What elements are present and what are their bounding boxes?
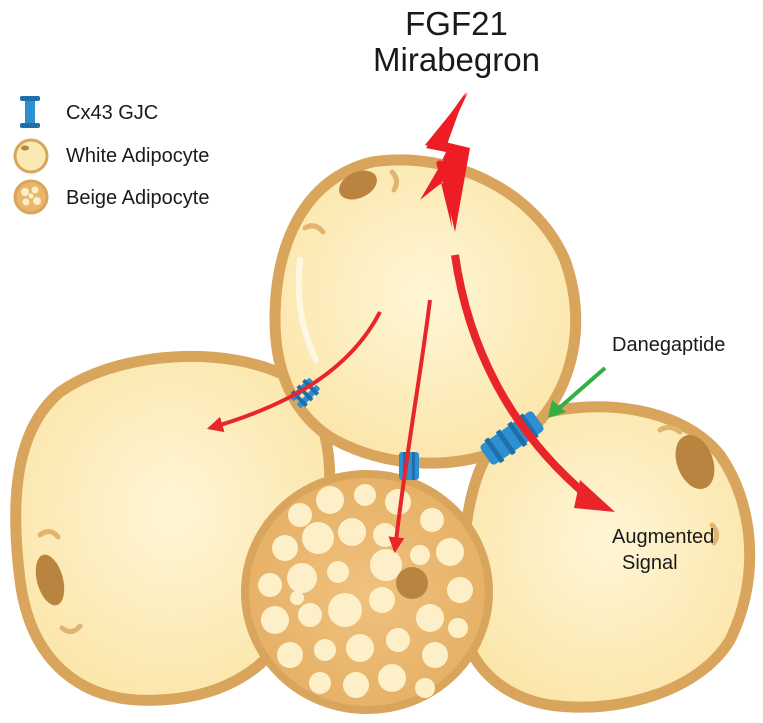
- legend-label-beige-adipocyte: Beige Adipocyte: [66, 187, 210, 209]
- nucleus: [396, 567, 428, 599]
- signal-arrows: [206, 254, 615, 554]
- gap-junction-top-right: [480, 411, 544, 465]
- lightning-bolt-main: [426, 92, 466, 228]
- nucleus: [339, 170, 377, 200]
- augmented-signal-line-2: Signal: [622, 552, 678, 574]
- title-line-1: FGF21: [405, 5, 508, 42]
- beige-adipocyte: [241, 470, 493, 714]
- white-adipocyte-icon: [13, 138, 49, 174]
- signal-arrow-augmented: [451, 254, 593, 502]
- gap-junction-icon: [20, 96, 40, 128]
- lipid-droplets: [258, 484, 473, 698]
- title-line-2: Mirabegron: [373, 41, 540, 78]
- lightning-bolt-icon: [420, 92, 470, 232]
- danegaptide-arrow: [548, 366, 607, 418]
- legend-label-gap-junction: Cx43 GJC: [66, 102, 159, 124]
- augmented-signal-line-1: Augmented: [612, 526, 715, 548]
- augmented-arrow-head: [574, 480, 615, 512]
- danegaptide-label: Danegaptide: [612, 334, 726, 356]
- nucleus: [675, 434, 715, 490]
- signal-arrow-down: [388, 299, 432, 554]
- signal-arrow-left: [206, 311, 382, 433]
- beige-adipocyte-icon: [13, 179, 49, 215]
- nucleus: [35, 554, 65, 606]
- legend-label-white-adipocyte: White Adipocyte: [66, 145, 210, 167]
